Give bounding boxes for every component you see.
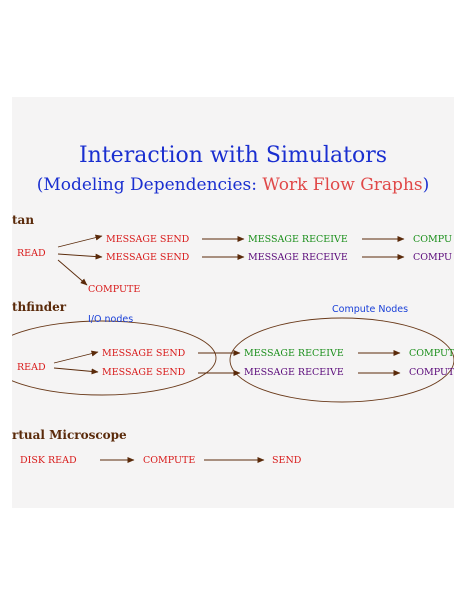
slide: Interaction with Simulators (Modeling De… bbox=[12, 97, 454, 508]
subtitle-open: (Modeling Dependencies: bbox=[36, 175, 263, 195]
arrow-titan-read-to-compute bbox=[57, 259, 88, 286]
section-label-titan: tan bbox=[12, 213, 35, 227]
titan-receive-1: MESSAGE RECEIVE bbox=[248, 234, 348, 245]
titan-send-1: MESSAGE SEND bbox=[106, 234, 190, 245]
vm-send: SEND bbox=[272, 455, 302, 466]
io-nodes-label: I/O nodes bbox=[88, 314, 134, 325]
io-nodes-ellipse bbox=[12, 320, 217, 396]
titan-compute-local: COMPUTE bbox=[88, 284, 141, 295]
titan-compute-2: COMPU bbox=[413, 252, 453, 263]
vm-disk-read: DISK READ bbox=[20, 455, 77, 466]
slide-subtitle: (Modeling Dependencies: Work Flow Graphs… bbox=[12, 177, 454, 194]
compute-nodes-label: Compute Nodes bbox=[332, 304, 409, 315]
section-label-microscope: rtual Microscope bbox=[12, 428, 127, 442]
diagram-arrows bbox=[12, 234, 454, 463]
arrow-titan-read-to-send1 bbox=[57, 234, 103, 248]
vm-compute: COMPUTE bbox=[143, 455, 196, 466]
pf-send-1: MESSAGE SEND bbox=[102, 348, 186, 359]
pf-compute-2: COMPUT bbox=[409, 367, 454, 378]
subtitle-highlight: Work Flow Graphs bbox=[262, 175, 423, 195]
pf-send-2: MESSAGE SEND bbox=[102, 367, 186, 378]
pf-compute-1: COMPUT bbox=[409, 348, 454, 359]
arrow-pf-read-to-send1 bbox=[53, 350, 99, 364]
arrow-pf-read-to-send2 bbox=[53, 367, 99, 375]
arrow-titan-read-to-send2 bbox=[57, 253, 103, 260]
titan-read: READ bbox=[17, 248, 46, 259]
titan-receive-2: MESSAGE RECEIVE bbox=[248, 252, 348, 263]
pf-read: READ bbox=[17, 362, 46, 373]
pf-receive-2: MESSAGE RECEIVE bbox=[244, 367, 344, 378]
slide-title: Interaction with Simulators bbox=[78, 143, 387, 168]
section-label-pathfinder: thfinder bbox=[12, 300, 67, 314]
titan-compute-1: COMPU bbox=[413, 234, 453, 245]
compute-nodes-ellipse bbox=[229, 317, 454, 403]
titan-send-2: MESSAGE SEND bbox=[106, 252, 190, 263]
pf-receive-1: MESSAGE RECEIVE bbox=[244, 348, 344, 359]
subtitle-close: ) bbox=[422, 175, 430, 195]
